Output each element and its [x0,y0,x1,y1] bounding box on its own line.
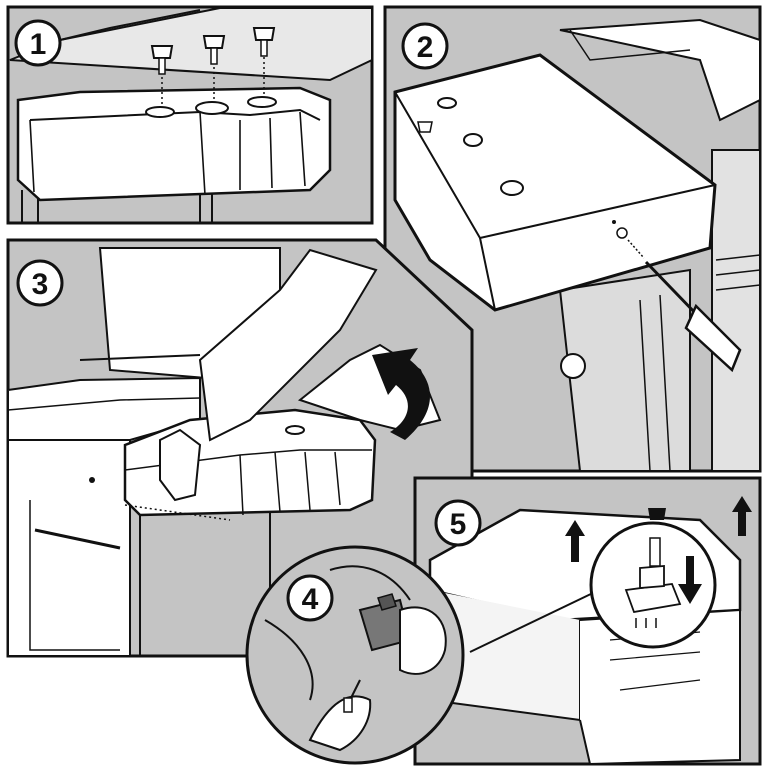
knob-icon [150,45,174,75]
step-3-number-badge: 3 [16,259,64,307]
step-2-number-badge: 2 [401,22,449,70]
step-number: 2 [417,31,434,64]
step-4-panel: 4 [245,545,465,765]
step-number: 3 [32,268,49,301]
step-number: 1 [30,28,47,61]
step-4-number-badge: 4 [286,574,334,622]
screwdriver-icon [644,260,742,373]
step-5-panel: 5 [413,476,762,766]
knob-icon [202,35,226,65]
step-number: 5 [450,508,467,541]
step-1-number-badge: 1 [14,19,62,67]
step-5-number-badge: 5 [434,499,482,547]
lift-arrow-icon [372,348,430,440]
wire-connector-icon [343,679,361,713]
step-number: 4 [302,583,319,616]
up-arrow-icon [565,520,585,562]
knob-icon [252,27,276,57]
screw-icon [612,220,645,259]
step-1-panel: 1 [6,5,374,225]
up-arrow-icon [732,496,752,536]
down-arrow-icon [678,556,702,604]
igniter-module-icon [358,593,412,652]
